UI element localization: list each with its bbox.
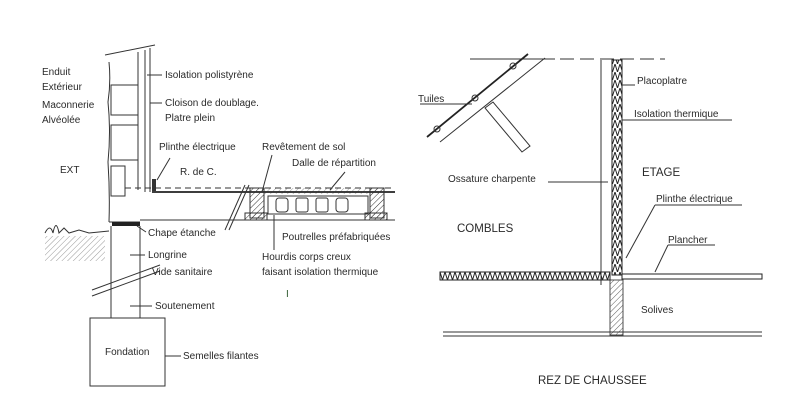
plinth — [152, 179, 156, 191]
label-hourdis-2: faisant isolation thermique — [262, 267, 379, 278]
label-isolation-thermique: Isolation thermique — [634, 109, 719, 120]
label-rez-de-chaussee: REZ DE CHAUSSEE — [538, 375, 647, 387]
label-alveolee: Alvéolée — [42, 115, 81, 126]
ground-line — [44, 225, 110, 235]
label-rdc: R. de C. — [180, 167, 217, 178]
label-exterieur: Extérieur — [42, 82, 83, 93]
label-plinthe-electrique: Plinthe électrique — [656, 194, 733, 205]
label-solives: Solives — [641, 305, 673, 316]
label-ossature: Ossature charpente — [448, 174, 536, 185]
hollow-block — [267, 195, 369, 215]
label-revetement: Revêtement de sol — [262, 142, 345, 153]
masonry-block — [110, 84, 139, 116]
label-combles: COMBLES — [457, 223, 514, 235]
joist — [609, 279, 624, 336]
label-poutrelles: Poutrelles préfabriquées — [282, 232, 390, 243]
label-dalle: Dalle de répartition — [292, 158, 376, 169]
label-isolation: Isolation polistyrène — [165, 70, 254, 81]
waterproof-screed — [112, 222, 140, 226]
label-chape: Chape étanche — [148, 228, 216, 239]
label-platre: Platre plein — [165, 113, 215, 124]
label-ext: EXT — [60, 165, 79, 176]
floorboard — [621, 273, 763, 280]
label-maconnerie: Maconnerie — [42, 100, 95, 111]
masonry-block — [110, 165, 126, 197]
label-etage: ETAGE — [642, 167, 680, 179]
foundation — [89, 317, 166, 387]
label-hourdis-1: Hourdis corps creux — [262, 252, 351, 263]
label-enduit: Enduit — [42, 67, 71, 78]
text-cursor: I — [286, 289, 289, 300]
label-vide: Vide sanitaire — [152, 267, 213, 278]
label-placoplatre: Placoplatre — [637, 76, 687, 87]
right-labels: Tuiles Placoplatre Isolation thermique E… — [418, 76, 733, 387]
attic-section-diagram — [420, 53, 763, 337]
label-soutenement: Soutenement — [155, 301, 215, 312]
label-cloison: Cloison de doublage. — [165, 98, 259, 109]
rafter — [484, 101, 531, 153]
screed — [255, 188, 385, 194]
label-fondation: Fondation — [105, 347, 149, 358]
left-labels: Enduit Extérieur Maconnerie Alvéolée EXT… — [42, 67, 390, 362]
label-longrine: Longrine — [148, 250, 187, 261]
attic-insulation — [439, 271, 611, 281]
label-plancher: Plancher — [668, 235, 708, 246]
floor-section-diagram — [44, 44, 395, 387]
label-tuiles: Tuiles — [418, 94, 444, 105]
label-plinthe: Plinthe électrique — [159, 142, 236, 153]
roof-tiles — [426, 53, 529, 138]
masonry-block — [110, 124, 139, 161]
outer-wall-render — [107, 61, 111, 223]
insulated-wall — [611, 59, 623, 276]
label-semelles: Semelles filantes — [183, 351, 259, 362]
